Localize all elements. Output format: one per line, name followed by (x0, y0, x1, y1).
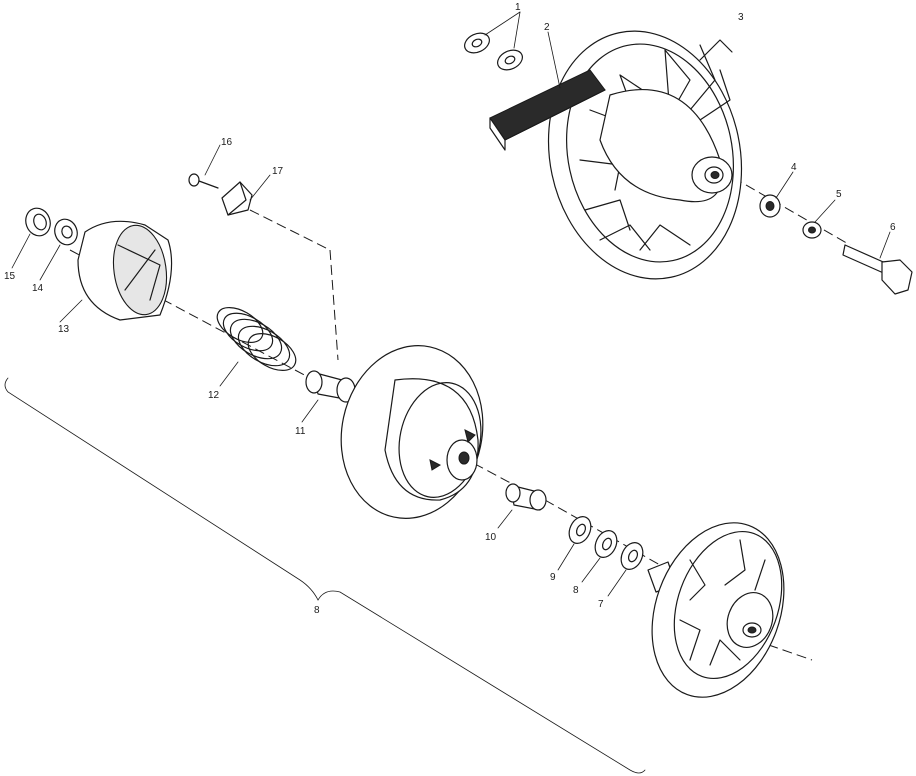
callout-15: 15 (4, 271, 16, 282)
callout-8: 8 (573, 585, 579, 596)
part-10-bushing (497, 483, 547, 529)
part-9-washer (557, 516, 592, 571)
callout-labels: 1 2 3 4 5 6 7 8 9 10 11 12 13 14 15 16 1… (4, 2, 896, 616)
part-15-retaining-ring (11, 207, 51, 269)
callout-9: 9 (550, 572, 556, 583)
part-4-washer (759, 171, 794, 218)
callout-4: 4 (791, 162, 797, 173)
part-5-lockwasher (802, 199, 836, 239)
callout-1: 1 (515, 2, 521, 13)
part-7-washer (607, 542, 644, 597)
assembly-bracket (4, 377, 646, 774)
part-6-bolt (842, 231, 913, 295)
callout-12: 12 (208, 390, 220, 401)
callout-11: 11 (295, 426, 306, 437)
callout-16: 16 (221, 137, 233, 148)
part-13-cam (59, 220, 173, 323)
callout-13: 13 (58, 324, 70, 335)
part-17-button (221, 174, 271, 216)
callout-3: 3 (738, 12, 744, 23)
stationary-sheave (647, 522, 785, 698)
callout-assembly: 8 (314, 605, 320, 616)
callout-6: 6 (890, 222, 896, 233)
callout-2: 2 (544, 22, 550, 33)
callout-14: 14 (32, 283, 44, 294)
part-8-washer (581, 530, 618, 583)
part-3-driven-sheave (547, 30, 743, 280)
callout-10: 10 (485, 532, 497, 543)
part-16-screw (188, 144, 221, 189)
callout-7: 7 (598, 599, 604, 610)
part-1-washers (464, 11, 523, 71)
part-12-spring (216, 306, 297, 387)
moveable-sheave (340, 345, 484, 519)
part-14-washer (39, 218, 78, 281)
part-2-block (489, 31, 606, 151)
callout-5: 5 (836, 189, 842, 200)
callout-17: 17 (272, 166, 284, 177)
